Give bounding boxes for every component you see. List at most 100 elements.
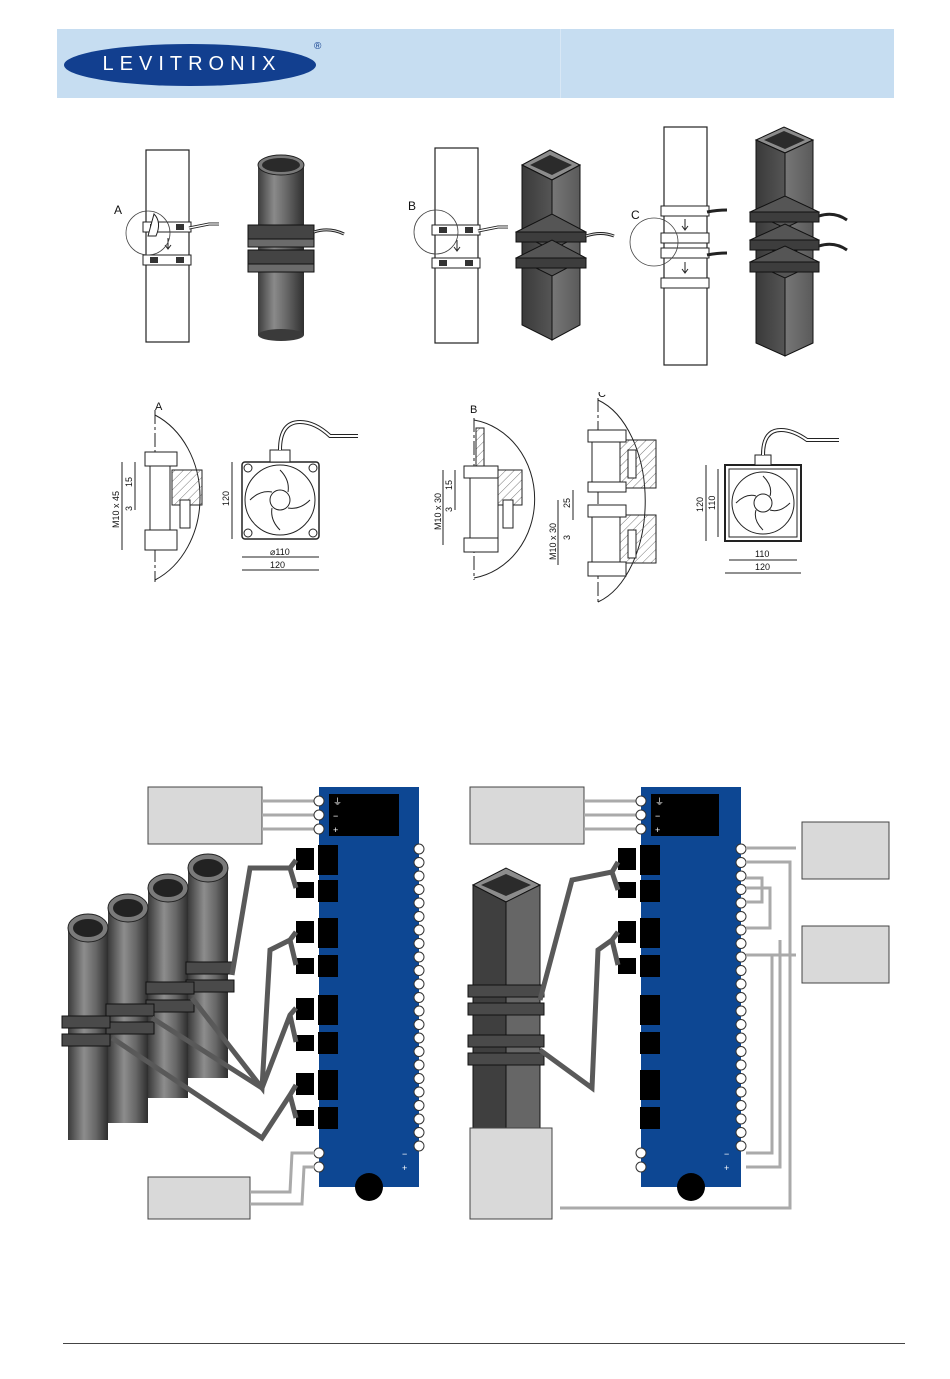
fan-c-front	[706, 430, 839, 573]
right-power-box	[470, 787, 584, 844]
terminal-pin	[414, 885, 424, 895]
terminal-pin	[414, 993, 424, 1003]
tube-a-flat	[126, 150, 219, 342]
right-terminal-column	[736, 844, 746, 1151]
terminal-pin	[414, 952, 424, 962]
mounting-illustrations: A B	[0, 110, 950, 375]
dim-110-dia: ⌀110	[270, 547, 290, 557]
terminal-pin	[736, 898, 746, 908]
detail-a-title: A	[155, 401, 163, 413]
terminal-pin	[414, 1020, 424, 1030]
dim-3-a: 3	[124, 506, 134, 511]
left-bottom-box	[148, 1177, 250, 1219]
levitronix-logo: LEVITRONIX ®	[62, 38, 324, 88]
right-bottom-box	[470, 1128, 552, 1219]
terminal-pin	[736, 871, 746, 881]
dim-m10x30-c: M10 x 30	[548, 523, 558, 560]
header-separator	[560, 29, 561, 98]
terminal-pin	[736, 1006, 746, 1016]
terminal-pin	[736, 925, 746, 935]
pipe-square-double-3d	[750, 127, 847, 356]
terminal-pin	[414, 844, 424, 854]
detail-c-marker: C	[631, 208, 640, 222]
footer-rule	[63, 1343, 905, 1344]
terminal-pin	[736, 1101, 746, 1111]
left-controller-board	[296, 787, 419, 1201]
terminal-pin	[736, 912, 746, 922]
terminal-pin	[736, 952, 746, 962]
detail-b-section	[443, 418, 535, 580]
right-terminal-minus: −	[655, 811, 660, 821]
detail-a-section	[122, 410, 202, 582]
left-board-plus: +	[402, 1163, 407, 1173]
terminal-pin	[414, 858, 424, 868]
terminal-pin	[736, 858, 746, 868]
terminal-pin	[414, 966, 424, 976]
terminal-pin	[414, 1128, 424, 1138]
terminal-pin	[736, 1074, 746, 1084]
dim-120-a-side: 120	[221, 491, 231, 506]
terminal-pin	[736, 1141, 746, 1151]
terminal-pin	[414, 925, 424, 935]
dim-15-b: 15	[444, 480, 454, 490]
terminal-pin	[736, 939, 746, 949]
tube-c-flat	[630, 127, 727, 365]
right-square-tube	[468, 868, 544, 1135]
terminal-pin	[414, 1033, 424, 1043]
detail-b-title: B	[470, 404, 477, 416]
right-terminal-plus: +	[655, 825, 660, 835]
terminal-pin	[736, 1114, 746, 1124]
terminal-pin	[414, 1047, 424, 1057]
dim-m10x45: M10 x 45	[111, 491, 121, 528]
detail-drawings: A M10 x 45 15 3 120 ⌀110 120 B M10 x 30 …	[0, 392, 950, 612]
terminal-pin	[736, 966, 746, 976]
terminal-pin	[414, 1060, 424, 1070]
fan-a-front	[232, 422, 358, 570]
terminal-pin	[414, 1006, 424, 1016]
terminal-pin	[414, 1074, 424, 1084]
right-fan-cables	[540, 862, 618, 1088]
detail-c-section	[558, 398, 656, 604]
detail-a-marker: A	[114, 203, 122, 217]
logo-text: LEVITRONIX	[103, 53, 282, 75]
detail-c-title: C	[598, 392, 606, 400]
terminal-pin	[414, 1114, 424, 1124]
left-terminal-minus: −	[333, 811, 338, 821]
terminal-pin	[414, 898, 424, 908]
dim-120-c-side: 120	[695, 497, 705, 512]
wiring-diagrams: ⏚ − +	[0, 780, 950, 1230]
right-side-box-bottom	[802, 926, 889, 983]
terminal-pin	[414, 1141, 424, 1151]
right-board-plus: +	[724, 1163, 729, 1173]
terminal-pin	[414, 1087, 424, 1097]
terminal-pin	[736, 1033, 746, 1043]
dim-3-c: 3	[562, 535, 572, 540]
terminal-pin	[736, 1020, 746, 1030]
dim-120-c-bottom: 120	[755, 562, 770, 572]
dim-m10x30-b: M10 x 30	[433, 493, 443, 530]
pipe-round-3d	[248, 155, 344, 341]
terminal-pin	[414, 979, 424, 989]
terminal-pin	[736, 885, 746, 895]
left-terminal-plus: +	[333, 825, 338, 835]
terminal-pin	[736, 1047, 746, 1057]
pipe-square-3d	[516, 150, 614, 340]
terminal-pin	[736, 1128, 746, 1138]
left-pipe-array	[62, 854, 234, 1140]
left-terminal-column	[414, 844, 424, 1151]
terminal-pin	[414, 912, 424, 922]
terminal-pin	[736, 993, 746, 1003]
terminal-pin	[414, 1101, 424, 1111]
terminal-pin	[736, 844, 746, 854]
dim-15-a: 15	[124, 477, 134, 487]
dim-3-b: 3	[444, 507, 454, 512]
right-controller-board	[618, 787, 741, 1201]
right-terminal-ground: ⏚	[655, 797, 664, 807]
dim-120-a-bottom: 120	[270, 560, 285, 570]
left-terminal-ground: ⏚	[333, 797, 342, 807]
terminal-pin	[736, 1060, 746, 1070]
right-side-box-top	[802, 822, 889, 879]
right-board-minus: −	[724, 1149, 729, 1159]
dim-110-c-side: 110	[707, 496, 717, 510]
left-power-box	[148, 787, 262, 844]
